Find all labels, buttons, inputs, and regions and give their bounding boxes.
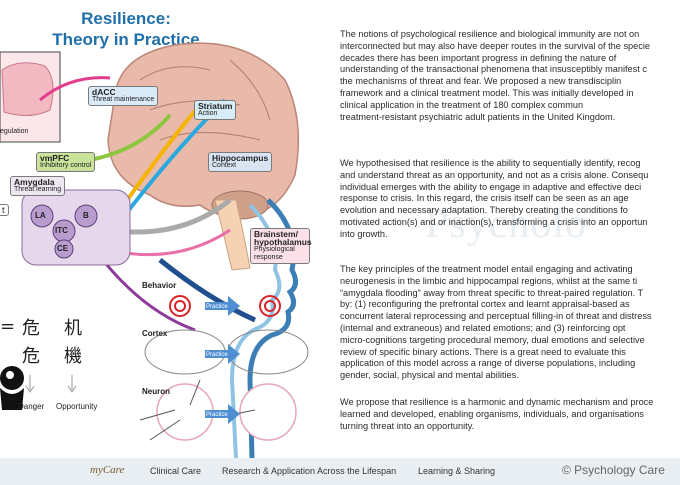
practice-arrow-2	[205, 344, 240, 364]
kanji-opportunity-traditional: 機	[64, 346, 82, 367]
brainstem	[214, 199, 251, 271]
equals-sign: =	[0, 316, 16, 337]
label-regulation: egulation	[0, 128, 29, 135]
panel-neuron: Neuron	[142, 387, 170, 396]
paragraph-2: We hypothesised that resilience is the a…	[340, 158, 649, 239]
practice-arrow-1	[205, 296, 240, 316]
label-opportunity: Opportunity	[56, 402, 98, 411]
practice-label-1: Practice	[206, 304, 228, 310]
illustration-title: Resilience: Theory in Practice	[52, 9, 200, 49]
nucleus-la: LA	[35, 211, 46, 220]
kanji-opportunity-simplified: 机	[64, 318, 82, 339]
panel-cortex: Cortex	[142, 329, 168, 338]
paragraph-3: The key principles of the treatment mode…	[340, 264, 652, 381]
practice-arrow-3	[205, 404, 240, 424]
footer-link-clinical-care[interactable]: Clinical Care	[150, 466, 202, 476]
footer-link-research[interactable]: Research & Application Across the Lifesp…	[222, 466, 397, 476]
footer-bar: myCare Clinical Care Research & Applicat…	[0, 458, 680, 485]
label-t-fragment: t	[0, 204, 9, 216]
label-danger: Danger	[18, 402, 45, 411]
footer-copyright: © Psychology Care	[562, 463, 665, 477]
amygdala-cluster	[21, 189, 131, 266]
nucleus-itc: ITC	[55, 226, 68, 235]
neuron-circle-right	[239, 383, 297, 441]
article-text: The notions of psychological resilience …	[340, 0, 680, 458]
inset-brain	[1, 62, 54, 116]
practice-label-2: Practice	[206, 352, 228, 358]
behavior-targets	[169, 295, 281, 317]
kanji-danger-traditional: 危	[22, 346, 40, 367]
head-silhouette-icon	[0, 366, 24, 410]
resilience-illustration: Resilience: Theory in Practice	[0, 0, 318, 458]
kanji-danger-simplified: 危	[22, 318, 40, 339]
panel-behavior: Behavior	[142, 281, 177, 290]
footer-logo[interactable]: myCare	[90, 464, 125, 476]
practice-label-3: Practice	[206, 412, 228, 418]
brain-diagram	[0, 42, 309, 458]
nucleus-ce: CE	[57, 244, 69, 253]
watermark-text: Psycholo	[425, 201, 588, 247]
footer-link-learning[interactable]: Learning & Sharing	[418, 466, 496, 476]
nucleus-b: B	[83, 211, 89, 220]
paragraph-4: We propose that resilience is a harmonic…	[340, 397, 654, 431]
paragraph-1: The notions of psychological resilience …	[340, 29, 651, 122]
